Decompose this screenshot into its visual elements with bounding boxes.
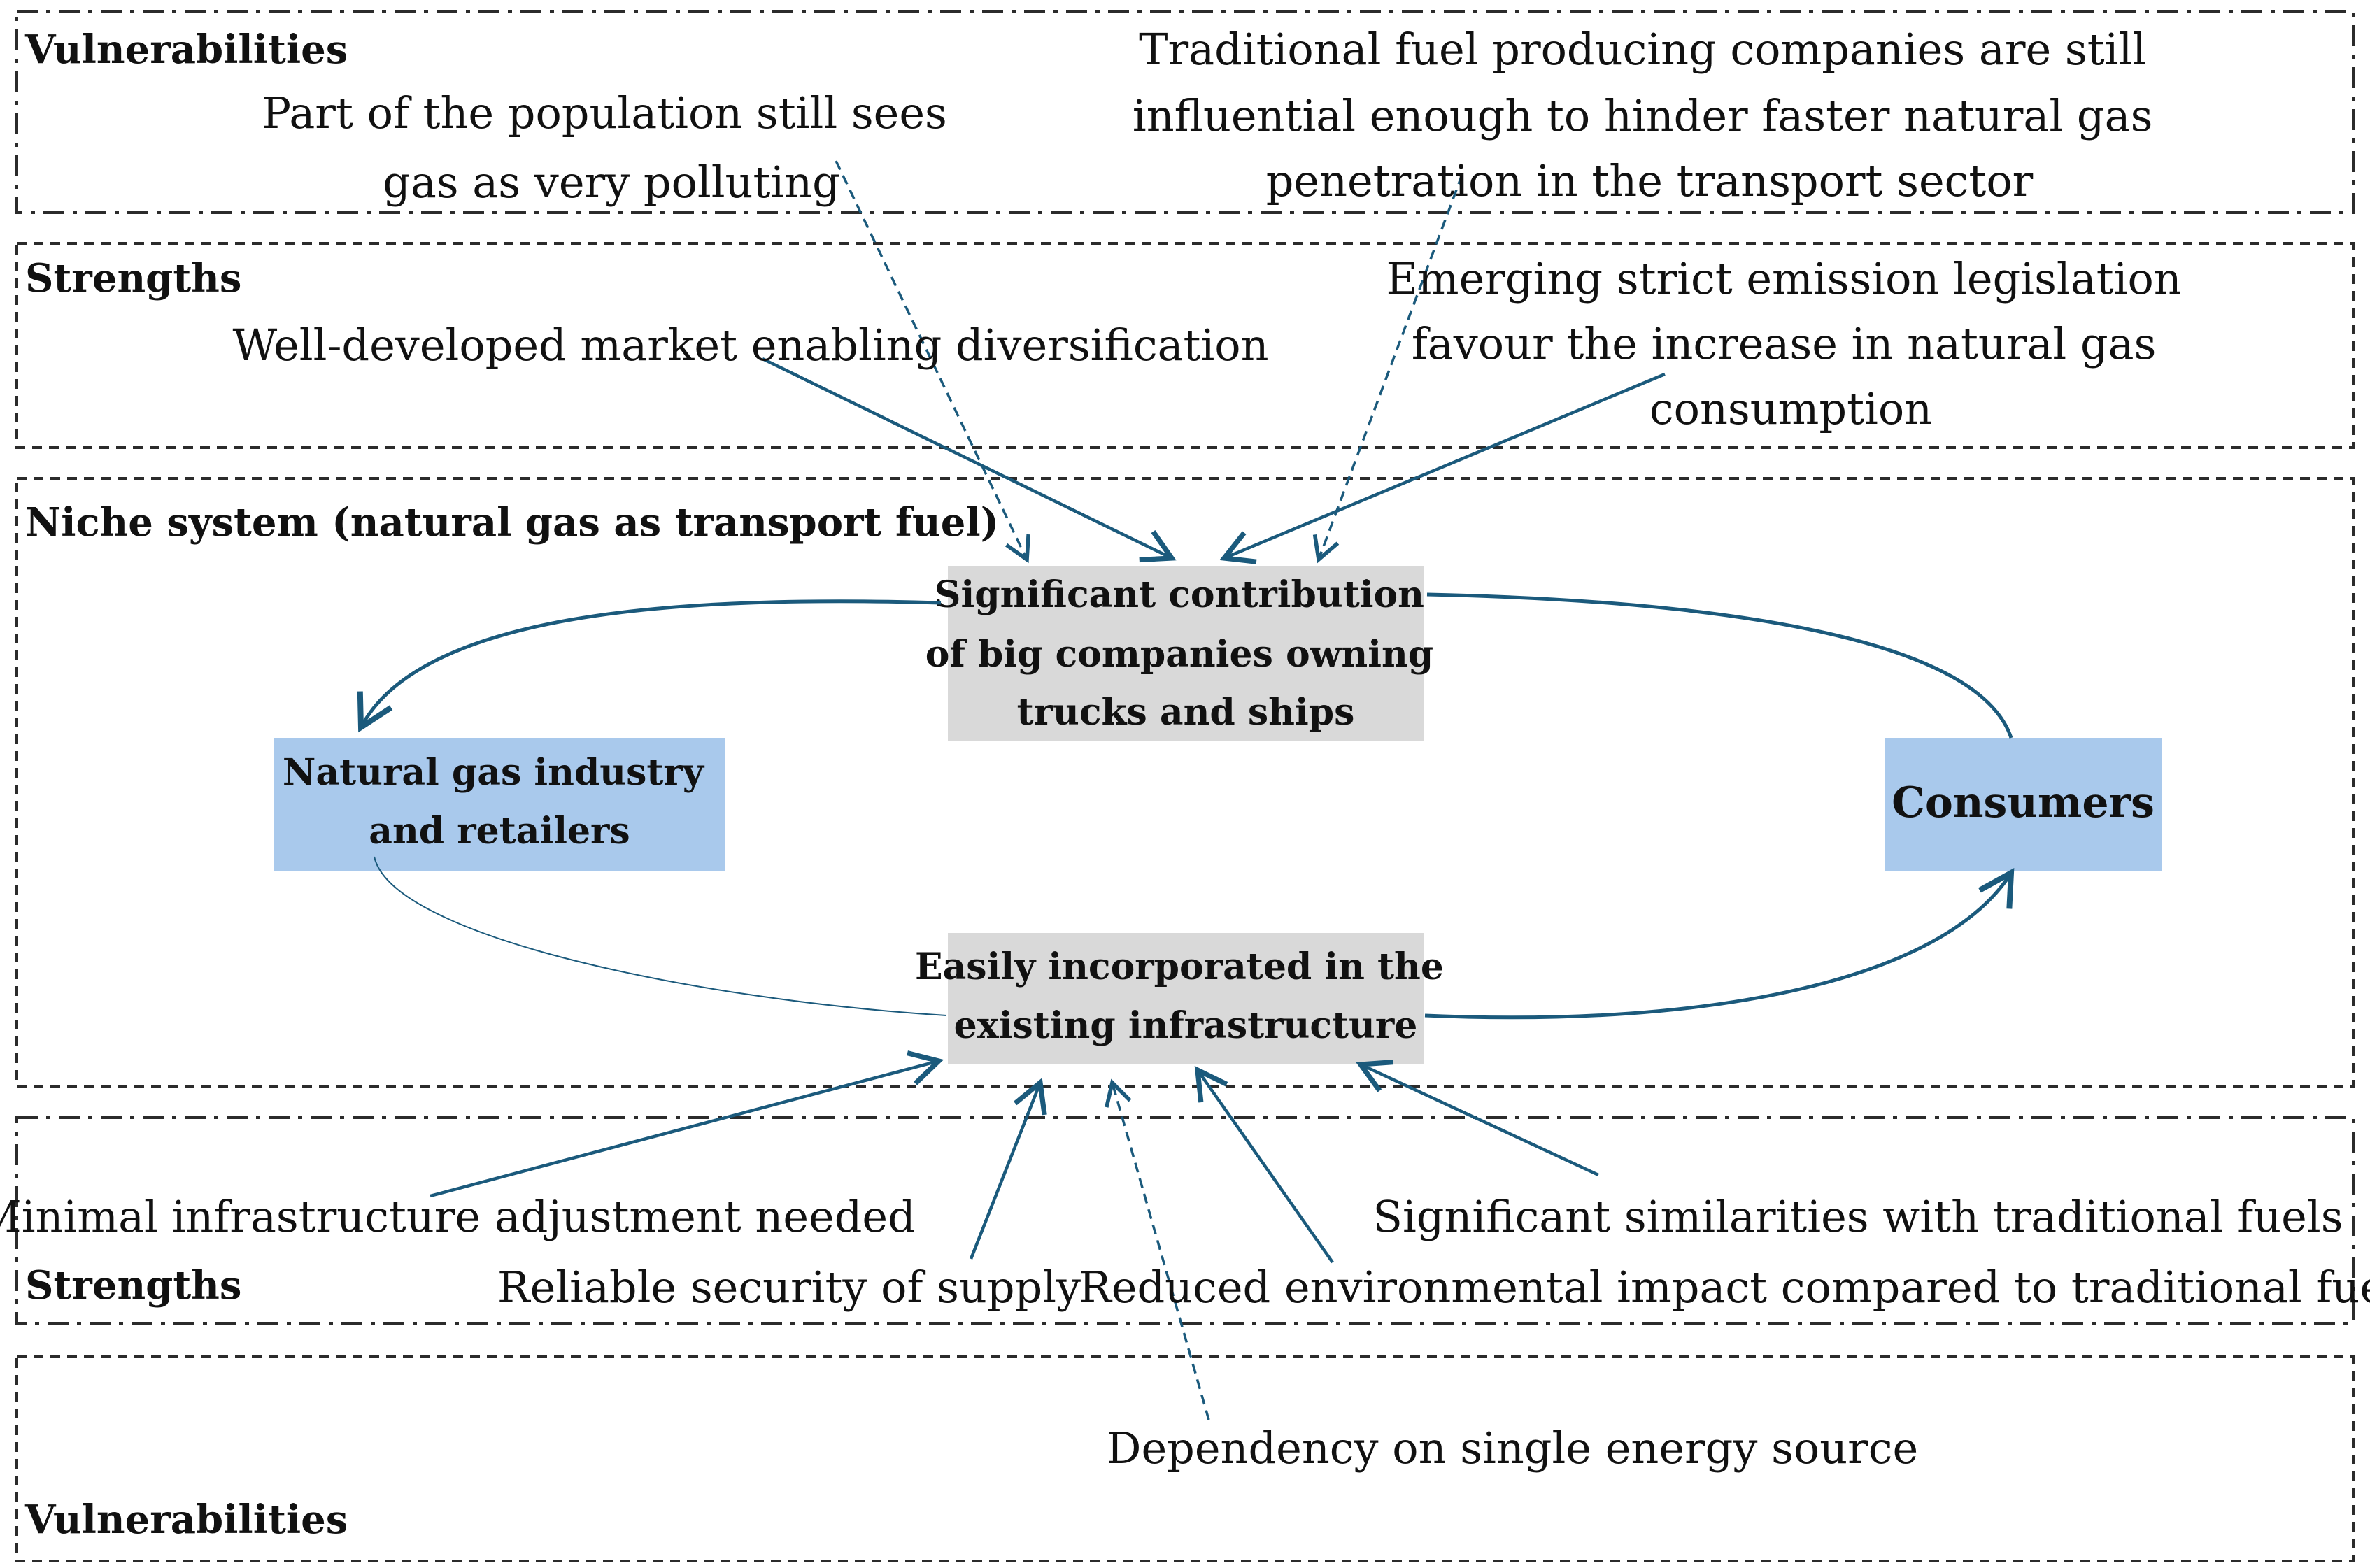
arrow-emission-legislation [1219,372,1666,564]
panel-heading: Strengths [25,255,241,301]
cycle-arrow-infrastructure-to-consumers [1424,868,2015,1020]
note-line: Traditional fuel producing companies are… [1139,24,2146,75]
svg-text:Natural gas industry and: Natural gas industry and retailers [283,751,716,853]
node-label-line: Significant contribution [935,573,1424,616]
arrow-environmental-impact [1194,1065,1334,1264]
node-label-line: of big companies owning [925,633,1433,676]
node-big-companies: Significant contribution of big companie… [925,566,1446,741]
node-label-line: existing infrastructure [954,1004,1418,1047]
node-label-line: trucks and ships [1017,691,1355,734]
cycle-arrow-consumers-to-companies [1426,592,2013,739]
note-line: Reduced environmental impact compared to… [1079,1262,2370,1313]
note-environmental-impact: Reduced environmental impact compared to… [1079,1262,2370,1313]
note-security-of-supply: Reliable security of supply [497,1262,1081,1313]
arrow-similarities [1356,1060,1599,1177]
panel-bottom-vulnerabilities: Vulnerabilities [15,1355,2355,1562]
note-line: Significant similarities with traditiona… [1372,1191,2343,1242]
panel-top-strengths: Strengths [15,242,2355,449]
note-line: Reliable security of supply [497,1262,1081,1313]
panel-heading: Vulnerabilities [24,27,348,73]
node-label-line: Easily incorporated in the [915,946,1444,988]
node-infrastructure: Easily incorporated in the existing infr… [915,933,1456,1064]
node-label-line: and retailers [369,810,630,853]
node-consumers: Consumers [1885,738,2162,871]
note-similarities: Significant similarities with traditiona… [1372,1191,2343,1242]
panel-bottom-strengths: Strengths [15,1116,2355,1325]
panel-heading: Vulnerabilities [24,1497,348,1543]
note-line: Well-developed market enabling diversifi… [232,320,1268,371]
dashed-arrow-single-source [1105,1078,1210,1420]
note-line: favour the increase in natural gas [1412,318,2157,369]
node-label-line: Consumers [1892,778,2155,827]
note-line: gas as very polluting [383,157,840,208]
panel-top-vulnerabilities: Vulnerabilities [15,10,2355,214]
panel-niche-system: Niche system (natural gas as transport f… [15,477,2355,1088]
cycle-arrow-companies-to-industry [357,599,942,733]
panel-heading: Niche system (natural gas as transport f… [25,499,999,546]
note-line: Dependency on single energy source [1107,1423,1918,1474]
arrow-minimal-adjustment [430,1050,944,1198]
note-line: influential enough to hinder faster natu… [1133,90,2153,141]
dashed-arrow-population-polluting [835,160,1030,564]
note-traditional-companies: Traditional fuel producing companies are… [1133,24,2166,206]
svg-text:Easily incorporated in the: Easily incorporated in the existing infr… [915,946,1456,1047]
note-line: Emerging strict emission legislation [1386,253,2182,304]
node-label-line: Natural gas industry [283,751,705,794]
note-minimal-adjustment: Minimal infrastructure adjustment needed [0,1191,916,1242]
cycle-arrow-industry-to-infrastructure [374,856,947,1016]
note-line: consumption [1649,383,1932,434]
panel-heading: Strengths [25,1262,241,1309]
note-single-source: Dependency on single energy source [1107,1423,1918,1474]
note-line: penetration in the transport sector [1266,155,2034,206]
note-line: Minimal infrastructure adjustment needed [0,1191,916,1242]
svg-text:Significant contribution: Significant contribution of big companie… [925,573,1446,734]
note-emission-legislation: Emerging strict emission legislation fav… [1386,253,2196,434]
note-population-polluting: Part of the population still sees gas as… [262,87,960,208]
arrow-market-diversification [762,357,1177,563]
note-market-diversification: Well-developed market enabling diversifi… [232,320,1268,371]
arrow-security-of-supply [969,1078,1047,1260]
node-industry-retailers: Natural gas industry and retailers [274,738,725,871]
note-line: Part of the population still sees [262,87,946,138]
dashed-arrow-traditional-companies [1312,174,1463,564]
